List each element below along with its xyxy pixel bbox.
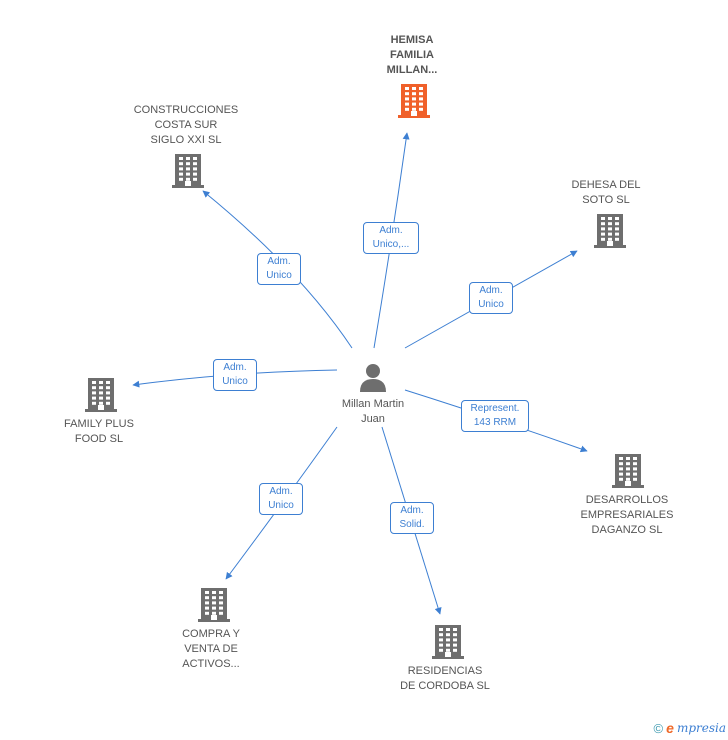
person-name[interactable]: Millan Martin Juan (341, 398, 405, 425)
company-label-construcciones[interactable]: CONSTRUCCIONES COSTA SUR SIGLO XXI SL (133, 104, 239, 146)
relation-label-hemisa[interactable]: Adm. Unico,... (363, 222, 419, 254)
person-icon[interactable] (358, 362, 388, 392)
company-label-residencias[interactable]: RESIDENCIAS DE CORDOBA SL (400, 665, 490, 692)
brand-logo-e: e (666, 720, 674, 736)
building-icon[interactable] (85, 378, 117, 417)
building-icon[interactable] (172, 154, 204, 193)
relation-label-compra[interactable]: Adm. Unico (259, 483, 303, 515)
company-label-hemisa[interactable]: HEMISA FAMILIA MILLAN... (386, 34, 438, 76)
relation-label-construcciones[interactable]: Adm. Unico (257, 253, 301, 285)
relation-label-dehesa[interactable]: Adm. Unico (469, 282, 513, 314)
building-icon[interactable] (594, 214, 626, 253)
building-icon[interactable] (432, 625, 464, 664)
brand-logo-text: mpresia (676, 721, 726, 735)
company-label-desarrollos[interactable]: DESARROLLOS EMPRESARIALES DAGANZO SL (580, 494, 674, 536)
relation-label-desarrollos[interactable]: Represent. 143 RRM (461, 400, 529, 432)
building-icon[interactable] (612, 454, 644, 493)
building-icon[interactable] (198, 588, 230, 627)
company-label-compra[interactable]: COMPRA Y VENTA DE ACTIVOS... (182, 628, 240, 670)
copyright-icon: © (653, 720, 664, 736)
building-icon[interactable] (398, 84, 430, 123)
company-label-family[interactable]: FAMILY PLUS FOOD SL (64, 418, 134, 445)
relation-label-residencias[interactable]: Adm. Solid. (390, 502, 434, 534)
relation-label-family[interactable]: Adm. Unico (213, 359, 257, 391)
company-label-dehesa[interactable]: DEHESA DEL SOTO SL (571, 179, 641, 206)
